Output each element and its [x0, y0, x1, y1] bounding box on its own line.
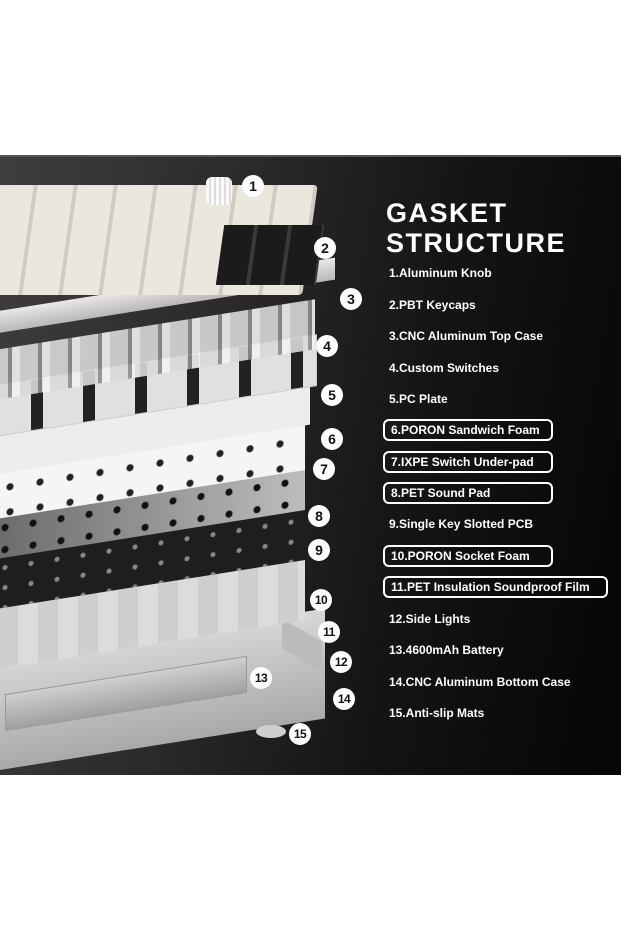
callout-11: 11	[318, 621, 340, 643]
callout-12: 12	[330, 651, 352, 673]
title-line-2: STRUCTURE	[386, 228, 566, 258]
spec-item-6: 6.PORON Sandwich Foam	[383, 419, 553, 441]
anti-slip-mat	[256, 725, 286, 738]
callout-3: 3	[340, 288, 362, 310]
callout-10: 10	[310, 589, 332, 611]
spec-item-5: 5.PC Plate	[389, 392, 448, 406]
spec-item-3: 3.CNC Aluminum Top Case	[389, 329, 544, 343]
callout-5: 5	[321, 384, 343, 406]
callout-15: 15	[289, 723, 311, 745]
callout-1: 1	[242, 175, 264, 197]
spec-item-1: 1.Aluminum Knob	[389, 266, 492, 280]
gasket-structure-panel: 1 2 3 4 5 6 7 8 9 10 11 12 13 14 15 GASK…	[0, 155, 621, 775]
spec-item-13: 13.4600mAh Battery	[389, 643, 504, 657]
spec-item-15: 15.Anti-slip Mats	[389, 706, 485, 720]
callout-4: 4	[316, 335, 338, 357]
spec-item-2: 2.PBT Keycaps	[389, 298, 476, 312]
callout-14: 14	[333, 688, 355, 710]
callout-9: 9	[308, 539, 330, 561]
spec-item-8: 8.PET Sound Pad	[383, 482, 553, 504]
aluminum-knob	[206, 177, 232, 205]
callout-2: 2	[314, 237, 336, 259]
title-line-1: GASKET	[386, 198, 508, 228]
spec-item-12: 12.Side Lights	[389, 612, 471, 626]
callout-13: 13	[250, 667, 272, 689]
page-title: GASKET STRUCTURE	[386, 198, 566, 258]
callout-8: 8	[308, 505, 330, 527]
spec-item-4: 4.Custom Switches	[389, 361, 500, 375]
callout-7: 7	[313, 458, 335, 480]
dark-keycaps	[215, 225, 325, 285]
spec-item-14: 14.CNC Aluminum Bottom Case	[389, 675, 571, 689]
spec-item-9: 9.Single Key Slotted PCB	[389, 517, 534, 531]
spec-item-11: 11.PET Insulation Soundproof Film	[383, 576, 608, 598]
spec-item-10: 10.PORON Socket Foam	[383, 545, 553, 567]
callout-6: 6	[321, 428, 343, 450]
spec-item-7: 7.IXPE Switch Under-pad	[383, 451, 553, 473]
